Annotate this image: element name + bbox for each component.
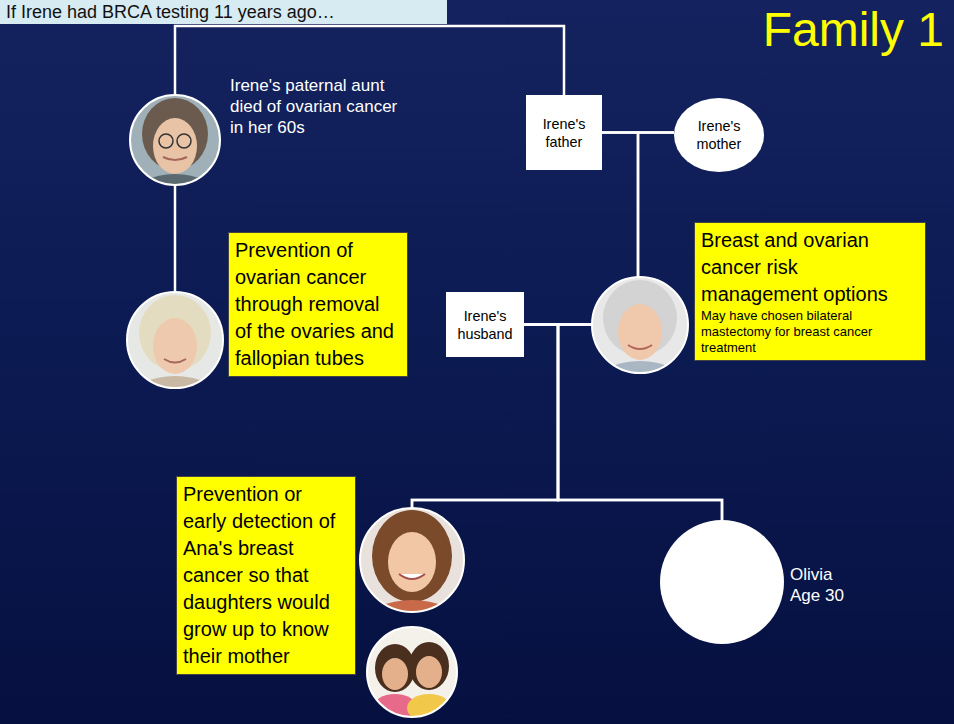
portrait-rim — [360, 508, 464, 612]
portrait-rim — [127, 292, 223, 388]
node-label: Irene's mother — [674, 117, 764, 153]
pedigree-female: Breast and ovarian cancer risk managemen… — [592, 277, 688, 373]
pedigree-female: Irene's mother — [674, 98, 764, 172]
note-callout: Prevention or early detection of Ana's b… — [176, 476, 356, 675]
pedigree-female: Prevention or early detection of Ana's b… — [360, 508, 464, 612]
person-label: Olivia Age 30 — [790, 564, 854, 606]
portrait-rim — [367, 627, 457, 717]
title-text: If Irene had BRCA testing 11 years ago… — [6, 2, 441, 23]
portrait-rim — [592, 277, 688, 373]
title-band: If Irene had BRCA testing 11 years ago… — [0, 0, 447, 24]
node-label: Irene's husband — [446, 307, 524, 343]
callout-text: May have chosen bilateral mastectomy for… — [701, 308, 919, 356]
pedigree-male: Irene's father — [526, 95, 602, 170]
slide-heading: Family 1 — [763, 2, 944, 58]
pedigree-male: Irene's husband — [446, 292, 524, 357]
portrait-rim — [130, 95, 220, 185]
pedigree-line — [174, 185, 177, 292]
callout-text: Breast and ovarian cancer risk managemen… — [701, 227, 919, 308]
pedigree-female: Prevention of ovarian cancer through rem… — [127, 292, 223, 388]
pedigree-female: Irene's paternal aunt died of ovarian ca… — [130, 95, 220, 185]
callout-text: Prevention of ovarian cancer through rem… — [235, 237, 401, 372]
cousin-portrait — [127, 292, 223, 420]
note-callout: Breast and ovarian cancer risk managemen… — [694, 222, 926, 361]
pedigree-line — [638, 133, 674, 278]
node-label: Irene's father — [526, 115, 602, 151]
daughters-portrait — [367, 627, 457, 722]
note-callout: Prevention of ovarian cancer through rem… — [228, 232, 408, 377]
person-label: Irene's paternal aunt died of ovarian ca… — [230, 75, 415, 138]
pedigree-female: Olivia Age 30 — [660, 520, 784, 644]
aunt-portrait — [130, 95, 220, 218]
pedigree-line — [602, 133, 638, 278]
irene-portrait — [592, 277, 688, 405]
callout-text: Prevention or early detection of Ana's b… — [183, 481, 349, 670]
ana-portrait — [360, 508, 464, 644]
